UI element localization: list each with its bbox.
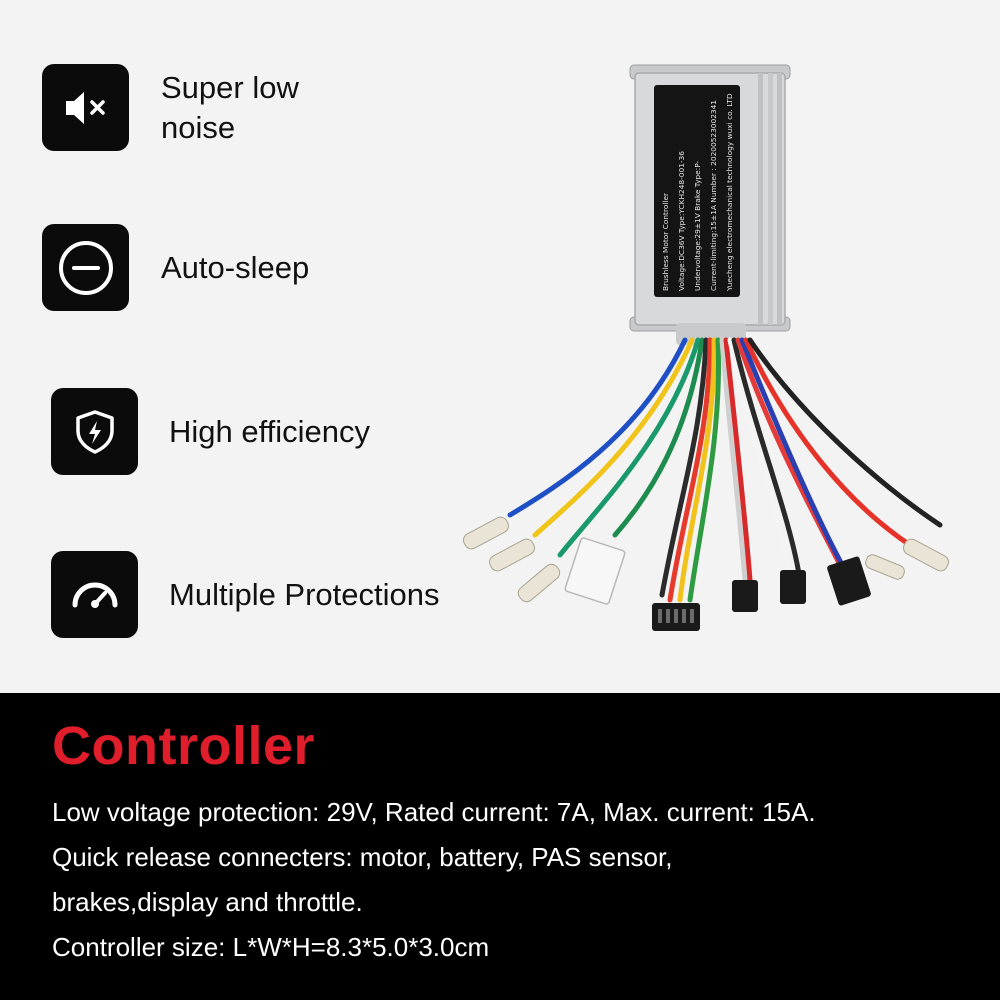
label-line: Undervoltage:29±1V Brake Type:P- [693,161,702,291]
shield-bolt-icon [51,388,138,475]
feature-label: Multiple Protections [169,576,440,612]
minus-circle-icon [42,224,129,311]
spec-line: brakes,display and throttle. [52,887,363,917]
feature-label: Auto-sleep [161,249,310,285]
section-title: Controller [52,716,316,776]
feature-super-low-noise: Super low noise [42,64,341,151]
label-line: Voltage:DC36V Type:YCKH248-001-36 [677,151,686,291]
feature-multiple-protections: Multiple Protections [51,551,440,638]
feature-label: High efficiency [169,413,371,449]
spec-line: Controller size: L*W*H=8.3*5.0*3.0cm [52,932,490,962]
spec-line: Low voltage protection: 29V, Rated curre… [52,797,816,827]
label-line: Brushless Motor Controller [661,192,670,291]
feature-label: Super low noise [161,69,299,145]
label-line: Current-limiting:15±1A Number : 20200523… [709,100,718,291]
speaker-mute-icon [42,64,129,151]
feature-area: Super low noise Auto-sleep High efficien… [42,64,949,638]
controller-product-image: Brushless Motor Controller Voltage:DC36V… [463,64,949,631]
feature-auto-sleep: Auto-sleep [42,224,309,311]
spec-banner: Controller Low voltage protection: 29V, … [0,693,1000,1000]
feature-high-efficiency: High efficiency [51,388,370,475]
spec-line: Quick release connecters: motor, battery… [52,842,673,872]
label-line: Yuecheng electromechanical technology wu… [725,93,734,292]
speedometer-icon [51,551,138,638]
